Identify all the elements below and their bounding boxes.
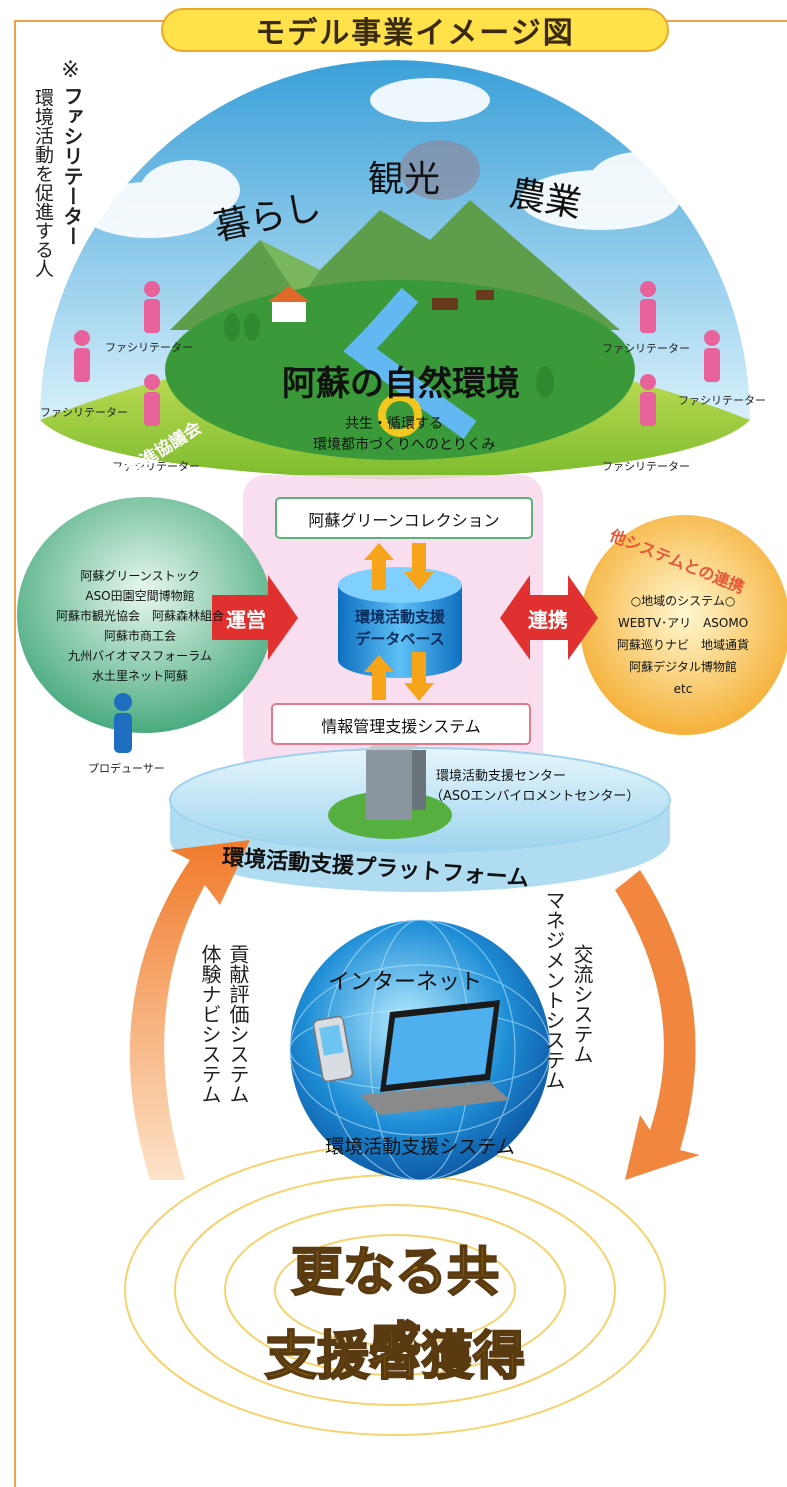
cow: [432, 298, 458, 310]
center-label-1: 環境活動支援センター: [436, 769, 567, 784]
producer-label: プロデューサー: [88, 762, 165, 775]
laptop-icon: [360, 1000, 510, 1115]
dome-word-tourism: 観光: [368, 159, 441, 200]
note-term: ファシリテーター: [60, 86, 84, 246]
council-circle: [17, 497, 273, 733]
facilitator-figures: [74, 281, 720, 426]
left-system-contribution: 貢献評価システム: [226, 944, 250, 1104]
facilitator-label: ファシリテーター: [40, 406, 128, 419]
result-line-1: 更なる共感: [290, 1242, 500, 1379]
other-system-item: WEBTV･アリ ASOMO: [617, 616, 749, 630]
left-system-experience: 体験ナビシステム: [198, 944, 222, 1104]
other-systems-circle: [580, 515, 787, 735]
council-member: 阿蘇グリーンストック: [80, 569, 200, 583]
other-system-item: 阿蘇デジタル博物館: [629, 660, 737, 674]
producer-figure: [114, 693, 132, 753]
council-member: ASO田園空間博物館: [85, 589, 195, 603]
database-label-2: データベース: [355, 630, 445, 648]
database-label-1: 環境活動支援: [354, 608, 445, 626]
center-label-2: （ASOエンバイロメントセンター）: [430, 789, 640, 804]
note-definition: 環境活動を促進する人: [32, 88, 54, 278]
other-system-item: etc: [673, 682, 693, 696]
internet-label: インターネット: [328, 970, 483, 995]
database-cylinder: [338, 585, 462, 678]
internet-system-label: 環境活動支援システム: [325, 1136, 515, 1158]
diagram-frame: モデル事業イメージ図: [14, 8, 787, 1487]
link-label: 連携: [528, 608, 568, 632]
page-title: モデル事業イメージ図: [161, 8, 669, 52]
downward-cycle-arrow: [615, 870, 700, 1180]
operate-arrow: [212, 575, 298, 660]
council-member: 阿蘇市観光協会 阿蘇森林組合: [55, 609, 224, 623]
result-line-2: 支援者獲得: [264, 1326, 526, 1388]
house: [272, 300, 306, 322]
facilitator-label: ファシリテーター: [105, 341, 193, 354]
other-system-item: 阿蘇巡りナビ 地域通貨: [616, 638, 749, 652]
river: [343, 287, 477, 439]
council-member: 九州バイオマスフォーラム: [68, 649, 212, 663]
council-member-list: 阿蘇グリーンストック ASO田園空間博物館 阿蘇市観光協会 阿蘇森林組合 阿蘇市…: [28, 566, 252, 686]
info-system-label: 情報管理支援システム: [321, 717, 481, 736]
trees: [224, 313, 554, 398]
note-mark: ※: [58, 58, 83, 83]
green-collection-box: [275, 497, 533, 539]
center-building: [366, 750, 412, 820]
right-system-management: マネジメントシステム: [542, 890, 566, 1090]
volcano-smoke: [400, 140, 480, 200]
facilitator-label: ファシリテーター: [602, 460, 690, 473]
phone-icon: [312, 1015, 354, 1083]
db-sync-arrows: [364, 543, 434, 701]
other-systems-list: ○地域のシステム○ WEBTV･アリ ASOMO 阿蘇巡りナビ 地域通貨 阿蘇デ…: [588, 590, 778, 700]
facilitator-label: ファシリテーター: [678, 394, 766, 407]
other-system-item: ○地域のシステム○: [630, 594, 736, 608]
info-system-box: [271, 703, 531, 745]
operate-label: 運営: [226, 608, 266, 632]
facilitator-label: ファシリテーター: [112, 460, 200, 473]
facilitator-label: ファシリテーター: [602, 342, 690, 355]
green-collection-label: 阿蘇グリーンコレクション: [308, 511, 500, 530]
right-system-exchange: 交流システム: [570, 944, 594, 1064]
council-member: 水土里ネット阿蘇: [91, 669, 188, 683]
upward-cycle-arrow: [129, 840, 250, 1180]
dome-caption-2: 環境都市づくりへのとりくみ: [313, 437, 496, 453]
nature-label: 阿蘇の自然環境: [282, 364, 520, 404]
clouds: [80, 78, 690, 238]
link-arrow: [500, 575, 598, 660]
council-member: 阿蘇市商工会: [103, 629, 176, 643]
dome-caption-1: 共生・循環する: [345, 416, 443, 432]
cycle-arrows: [378, 393, 422, 437]
